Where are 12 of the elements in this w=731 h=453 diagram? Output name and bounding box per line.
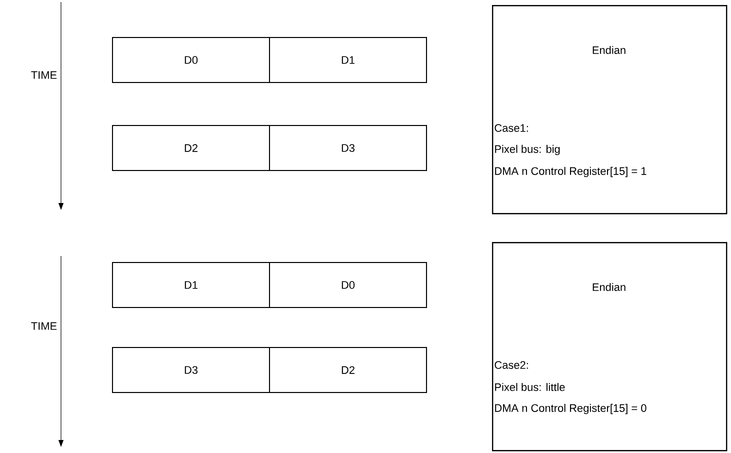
data-cell: D0: [269, 262, 427, 308]
data-cell: D2: [112, 125, 270, 171]
data-cell: D3: [269, 125, 427, 171]
endian-box: Endian Case1: Pixel bus: big DMA n Control Register[15] = 1: [492, 5, 728, 214]
axis-label: TIME: [31, 71, 57, 79]
data-cell: D1: [269, 37, 427, 83]
data-cell: D2: [269, 347, 427, 393]
endian-box: Endian Case2: Pixel bus: little DMA n Control Register[15] = 0: [492, 242, 728, 452]
data-cell: D1: [112, 262, 270, 308]
axis-label: TIME: [31, 322, 57, 330]
data-cell: D3: [112, 347, 270, 393]
data-cell: D0: [112, 37, 270, 83]
